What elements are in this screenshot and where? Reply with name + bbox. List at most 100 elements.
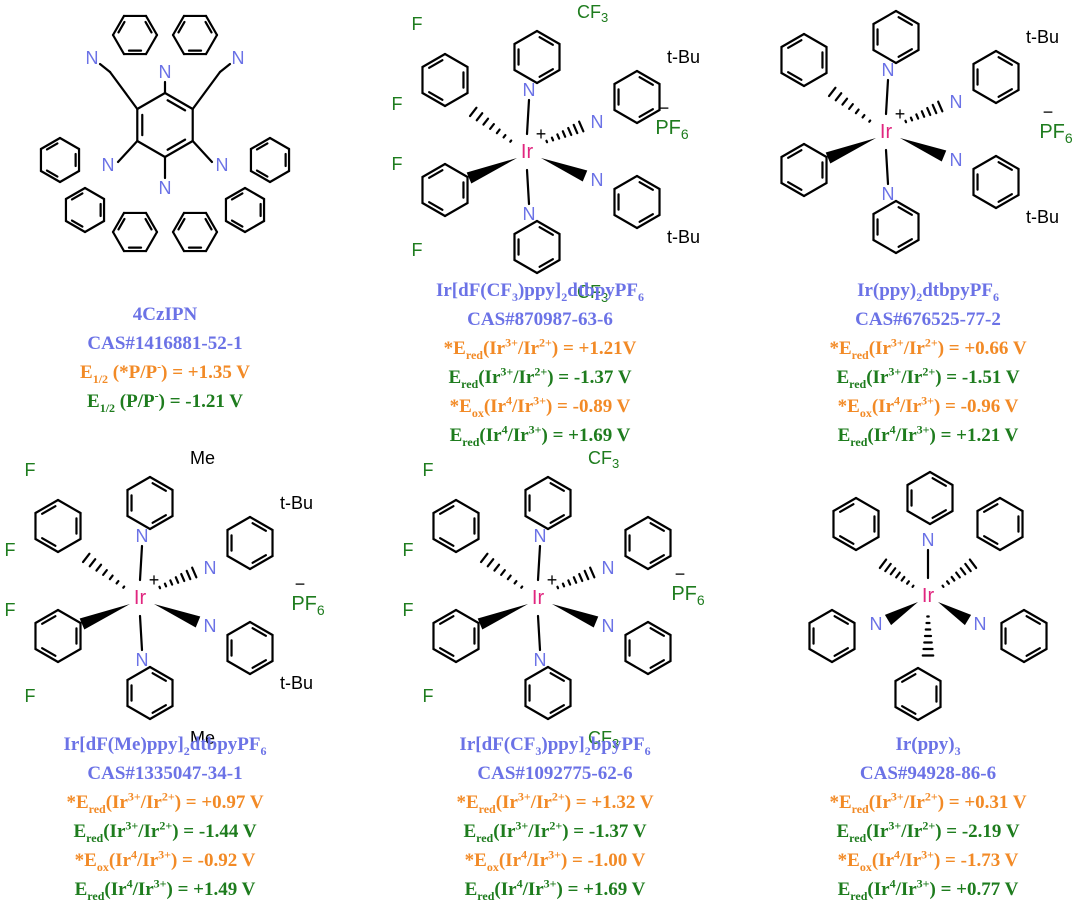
bond (95, 563, 103, 572)
bond (997, 56, 1013, 66)
bond (251, 554, 267, 564)
bond (502, 133, 507, 139)
bond (524, 704, 550, 721)
bond (567, 126, 573, 137)
bond (243, 219, 266, 234)
bond (916, 666, 942, 683)
atom-label: N (159, 62, 172, 82)
bond (968, 558, 978, 570)
potential-line: *Ered(Ir3+/Ir2+) = +0.97 V (66, 789, 264, 816)
atom-label: N (232, 48, 245, 68)
charge-plus: + (895, 104, 906, 124)
bond (572, 123, 579, 135)
compound-name: Ir[dF(CF3)ppy]2dtbpyPF6 (435, 280, 645, 304)
bond (204, 14, 219, 37)
potential-line: *Eox(Ir4/Ir3+) = -1.73 V (837, 847, 1019, 874)
cas-number: CAS#94928-86-6 (859, 763, 997, 784)
bond (802, 181, 828, 198)
bond (854, 108, 860, 115)
bond (126, 475, 152, 492)
bond (950, 575, 956, 582)
bond (41, 505, 57, 515)
potential-line: Ered(Ir3+/Ir2+) = -1.37 V (448, 364, 632, 391)
bond (513, 68, 539, 85)
bond (889, 567, 897, 576)
bond (959, 567, 967, 576)
bond (872, 48, 898, 65)
potential-line: *Eox(Ir4/Ir3+) = -0.92 V (74, 847, 256, 874)
bond (151, 704, 167, 714)
bond (34, 608, 60, 625)
bond (493, 563, 501, 572)
card-irdfcf3ppy2dtbpy: Ir[dF(CF3)ppy]2dtbpyPF6 CAS#870987-63-6 … (380, 276, 700, 450)
bond (169, 579, 174, 586)
bond (166, 99, 187, 112)
bond (549, 704, 565, 714)
bond (638, 108, 654, 118)
bond (249, 169, 272, 184)
bond (248, 515, 274, 532)
bond (535, 29, 561, 46)
bond (268, 169, 291, 184)
bond (224, 219, 247, 234)
bond (144, 20, 153, 34)
atom-label: N (159, 178, 172, 198)
bond (171, 33, 186, 56)
bond (148, 665, 174, 682)
bond (546, 704, 572, 721)
bond (894, 48, 920, 65)
potential-line: *Ered(Ir3+/Ir2+) = +0.66 V (829, 335, 1027, 362)
bond (108, 574, 114, 581)
bond (833, 615, 849, 625)
bond (268, 136, 291, 151)
wedge-bond (552, 604, 599, 628)
bond (909, 116, 914, 122)
tbu-group: t-Bu (280, 493, 313, 513)
bond (833, 647, 849, 657)
bond (204, 230, 219, 253)
counterion-pf6: PF6 (655, 117, 689, 142)
wedge-bond (466, 158, 517, 184)
bond (81, 552, 91, 564)
bond (58, 169, 81, 184)
bond (177, 217, 186, 231)
bond (439, 615, 455, 625)
bond (204, 211, 219, 234)
bond (144, 230, 159, 253)
bond (525, 168, 531, 206)
bond (171, 211, 186, 234)
atom-label: N (534, 650, 547, 670)
bond (158, 585, 162, 590)
bond (248, 554, 274, 571)
bond (136, 139, 167, 159)
bond (443, 201, 469, 218)
bond (994, 49, 1020, 66)
iridium-atom: Ir (880, 121, 893, 143)
bond (439, 537, 455, 547)
atom-label: F (423, 686, 434, 706)
bond (56, 498, 82, 515)
bond (163, 139, 194, 159)
bond (830, 647, 856, 664)
cas-number: CAS#1092775-62-6 (477, 763, 633, 784)
potential-line: *Ered(Ir3+/Ir2+) = +1.32 V (456, 789, 654, 816)
bond (895, 571, 901, 579)
compound-name: 4CzIPN (132, 304, 198, 325)
bond (638, 181, 654, 191)
atom-label: N (974, 614, 987, 634)
bond (191, 70, 222, 111)
bond (997, 88, 1013, 98)
bond (649, 627, 665, 637)
wedge-bond (825, 138, 876, 164)
bond (901, 673, 917, 683)
bond (646, 620, 672, 637)
bond (926, 106, 932, 117)
cas-number: CAS#676525-77-2 (855, 309, 1001, 330)
bond (126, 704, 152, 721)
wedge-bond (477, 604, 528, 630)
counterion-pf6: PF6 (671, 583, 705, 608)
bond (955, 571, 961, 579)
bond (116, 139, 139, 164)
bond (649, 659, 665, 669)
potential-line: Ered(Ir4/Ir3+) = +1.49 V (74, 876, 256, 903)
